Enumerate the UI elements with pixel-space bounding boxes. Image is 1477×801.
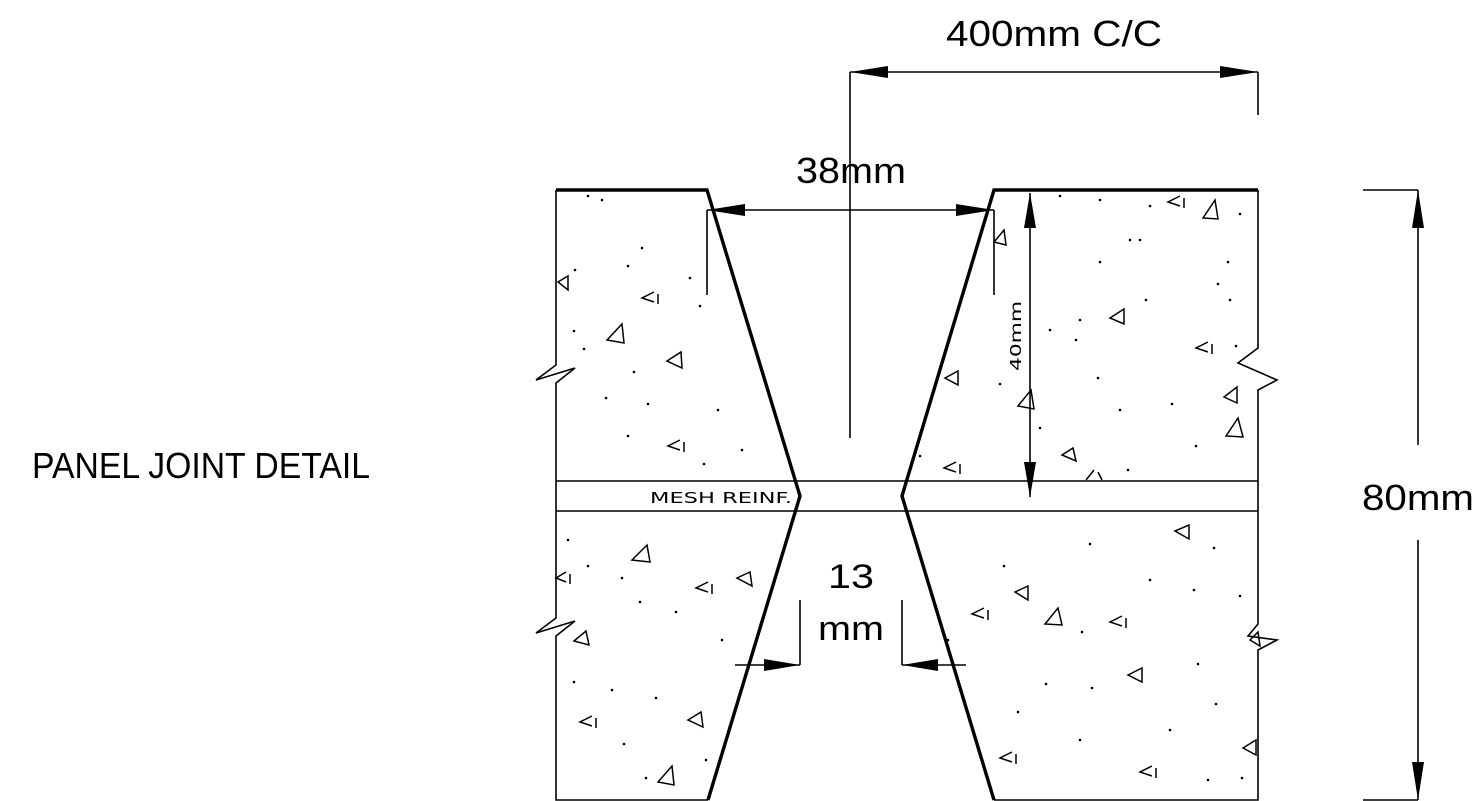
right-panel: [900, 188, 1280, 801]
dim-joint-gap-text-1: 13: [828, 558, 874, 596]
dim-joint-depth-text: 40mm: [1007, 301, 1025, 371]
drawing-title: PANEL JOINT DETAIL: [32, 445, 370, 486]
dim-center-spacing: 400mm C/C: [849, 13, 1259, 438]
dim-panel-thickness-text: 80mm: [1362, 477, 1474, 518]
dim-joint-gap-text-2: mm: [818, 610, 884, 648]
mesh-reinforcement: MESH REINF.: [556, 480, 1258, 512]
dim-joint-top: 38mm: [706, 150, 995, 295]
dim-joint-top-text: 38mm: [796, 150, 906, 191]
dim-joint-gap: 13 mm: [735, 558, 966, 671]
dim-center-spacing-text: 400mm C/C: [946, 13, 1162, 54]
right-panel-outer-edge: [994, 190, 1280, 801]
right-joint-face: [900, 188, 1258, 801]
mesh-label: MESH REINF.: [650, 489, 792, 507]
concrete-hatching: [554, 194, 1261, 786]
dim-panel-thickness: 80mm: [1362, 189, 1474, 801]
dim-joint-depth: 40mm: [1007, 193, 1036, 497]
left-panel-outer-edge: [535, 190, 708, 801]
left-panel: [535, 188, 802, 801]
left-joint-face: [556, 188, 802, 801]
